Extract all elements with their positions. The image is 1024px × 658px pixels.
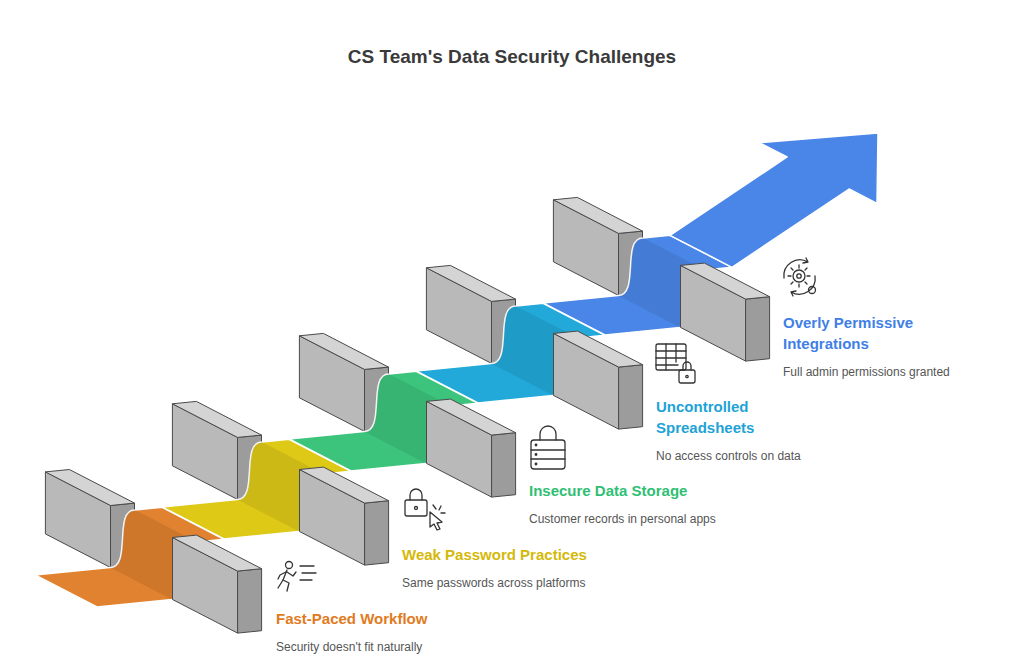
gray-block [300, 467, 389, 565]
block-face [619, 365, 643, 429]
gray-block [554, 331, 643, 429]
block-face [365, 501, 389, 565]
block-face [238, 569, 262, 633]
block-face [426, 265, 515, 301]
block-face [553, 197, 642, 233]
block-face [681, 263, 770, 299]
diagram-title: CS Team's Data Security Challenges [0, 45, 1024, 69]
block-face [45, 470, 134, 506]
block-face [492, 433, 516, 497]
step-description: Security doesn't fit naturally [276, 639, 486, 655]
password-icon [405, 489, 445, 530]
challenge-step: Uncontrolled Spreadsheets No access contr… [656, 396, 806, 464]
gray-block [173, 535, 262, 633]
step-heading: Fast-Paced Workflow [276, 608, 486, 629]
arrow-head [670, 133, 878, 267]
server-lock-icon [531, 426, 565, 469]
challenge-step: Insecure Data StorageCustomer records in… [529, 480, 759, 527]
spreadsheet-lock-icon [656, 344, 695, 383]
challenge-step: Fast-Paced WorkflowSecurity doesn't fit … [276, 608, 486, 655]
block-face [746, 297, 770, 361]
block-face [299, 333, 388, 369]
step-description: No access controls on data [656, 448, 806, 464]
gray-block [681, 263, 770, 361]
step-heading: Weak Password Practices [402, 544, 632, 565]
step-description: Customer records in personal apps [529, 511, 759, 527]
step-heading: Overly Permissive Integrations [783, 312, 953, 354]
gears-icon [784, 258, 816, 296]
step-description: Same passwords across platforms [402, 575, 632, 591]
runner-icon [278, 562, 316, 592]
challenge-step: Weak Password PracticesSame passwords ac… [402, 544, 632, 591]
block-face [300, 467, 389, 503]
step-heading: Insecure Data Storage [529, 480, 759, 501]
block-face [172, 401, 261, 437]
step-description: Full admin permissions granted [783, 364, 953, 380]
block-face [173, 535, 262, 571]
challenge-step: Overly Permissive IntegrationsFull admin… [783, 312, 953, 380]
step-heading: Uncontrolled Spreadsheets [656, 396, 806, 438]
block-face [427, 399, 516, 435]
gray-block [427, 399, 516, 497]
block-face [554, 331, 643, 367]
